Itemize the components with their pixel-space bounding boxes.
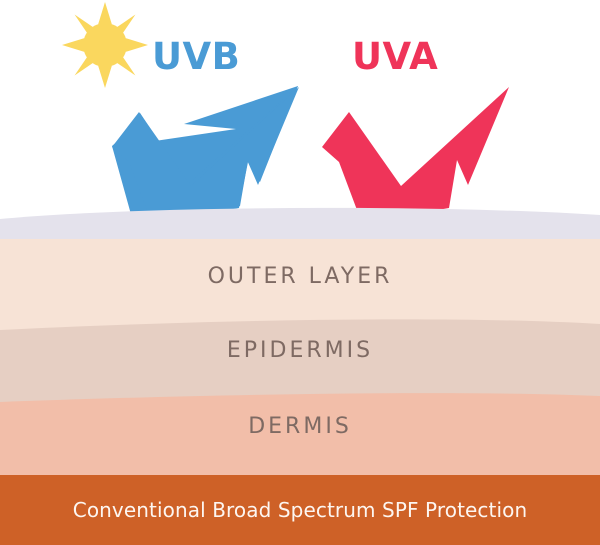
skin-layer-surface: [0, 207, 600, 241]
uva-label: UVA: [352, 35, 439, 78]
uvb-arrow-icon: [112, 86, 304, 218]
uvb-label: UVB: [152, 35, 241, 78]
uva-arrow-icon: [322, 86, 514, 218]
skin-layer-epidermis: [0, 319, 600, 403]
sun-icon: [62, 2, 148, 88]
skin-layer-label-epidermis: EPIDERMIS: [226, 338, 374, 363]
skin-layer-stack: [0, 207, 600, 545]
spf-protection-banner: Conventional Broad Spectrum SPF Protecti…: [0, 475, 600, 545]
spf-protection-banner-text: Conventional Broad Spectrum SPF Protecti…: [72, 498, 528, 522]
skin-layer-outer: [0, 239, 600, 331]
skin-layer-dermis: [0, 393, 600, 475]
skin-layer-label-dermis: DERMIS: [248, 414, 352, 439]
skin-layer-label-outer: OUTER LAYER: [207, 264, 393, 289]
